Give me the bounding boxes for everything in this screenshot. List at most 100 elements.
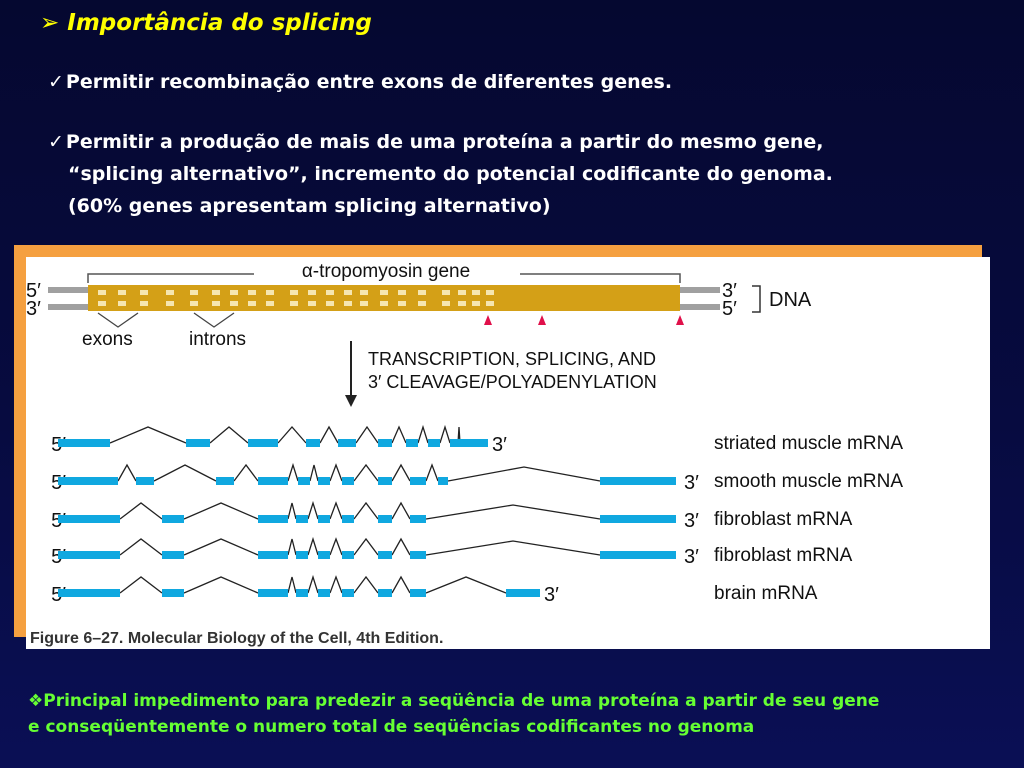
dna: 5′ 3′ 3′ 5′ DNA — [26, 280, 812, 325]
dna-5prime-bottom: 5′ — [722, 298, 737, 320]
mrna-intron-connector — [233, 463, 259, 482]
dna-exon-marks — [98, 290, 494, 306]
gene-region — [88, 285, 680, 311]
dna-exon-13-bottom — [360, 301, 368, 306]
mrna-intron-connector — [119, 502, 163, 520]
mrna-intron-connector — [329, 501, 343, 520]
polyA-marker-3 — [676, 315, 684, 325]
dna-exon-12-bottom — [344, 301, 352, 306]
mrna-exon-9 — [600, 551, 676, 559]
mrna-exon-2 — [162, 551, 184, 559]
polyA-marker-1 — [484, 315, 492, 325]
mrna-intron-connector — [353, 501, 379, 520]
mrna-exon-3 — [248, 439, 278, 447]
bullet-alternative-splicing: ✓Permitir a produção de mais de uma prot… — [48, 126, 978, 222]
mrna-intron-connector — [391, 537, 411, 556]
mrna-intron-connector — [287, 502, 297, 520]
mrna-exon-2 — [136, 477, 154, 485]
dna-exon-10-bottom — [308, 301, 316, 306]
dna-exon-4-top — [190, 290, 198, 295]
arrow-bullet-icon: ➢ — [40, 10, 60, 36]
gene-bracket — [87, 273, 681, 283]
dna-exon-3-top — [166, 290, 174, 295]
mrna-intron-connector — [287, 462, 299, 482]
mrna-exon-6 — [342, 551, 354, 559]
mrna-row-2: 5′3′smooth muscle mRNA — [51, 462, 903, 494]
dna-exon-18-bottom — [458, 301, 466, 306]
mrna-intron-connector — [391, 463, 411, 482]
mrna-intron-connector — [425, 540, 601, 556]
dna-exon-20-bottom — [486, 301, 494, 306]
mrna-exon-7 — [378, 589, 392, 597]
process-arrow-head — [345, 395, 357, 407]
mrna-intron-connector — [307, 536, 319, 556]
dna-exon-17-bottom — [442, 301, 450, 306]
polyA-marker-2 — [538, 315, 546, 325]
dna-exon-1-top — [118, 290, 126, 295]
mrna-intron-connector — [209, 426, 249, 444]
mrna-exon-6 — [342, 515, 354, 523]
slide-title: ➢ Importância do splicing — [40, 10, 372, 36]
mrna-exon-4 — [258, 477, 288, 485]
mrna-intron-connector — [457, 426, 461, 444]
dna-exon-13-top — [360, 290, 368, 295]
dna-exon-16-bottom — [418, 301, 426, 306]
mrna-intron-connector — [353, 575, 379, 594]
mrna-name-label: striated muscle mRNA — [714, 433, 903, 454]
dna-exon-1-bottom — [118, 301, 126, 306]
introns-label: introns — [189, 329, 246, 350]
mrna-3prime-label: 3′ — [684, 472, 699, 494]
dna-exon-7-bottom — [248, 301, 256, 306]
mrna-exon-9 — [450, 439, 460, 447]
mrna-rows: 5′3′striated muscle mRNA5′3′smooth muscl… — [51, 424, 903, 606]
mrna-intron-connector — [425, 504, 601, 520]
dna-exon-4-bottom — [190, 301, 198, 306]
mrna-exon-3 — [216, 477, 234, 485]
mrna-exon-2 — [162, 589, 184, 597]
mrna-3prime-label: 3′ — [492, 434, 507, 456]
mrna-intron-connector — [417, 424, 429, 444]
mrna-exon-5 — [318, 551, 330, 559]
splicing-diagram: α-tropomyosin gene 5′ 3′ 3′ 5′ DNA exons… — [26, 261, 903, 647]
diamond-bullet-icon: ❖ — [28, 691, 44, 711]
mrna-row-4: 5′3′fibroblast mRNA — [51, 536, 853, 568]
mrna-intron-connector — [391, 425, 407, 444]
dna-exon-17-top — [442, 290, 450, 295]
dna-exon-19-bottom — [472, 301, 480, 306]
mrna-exon-6 — [318, 477, 330, 485]
mrna-exon-7 — [342, 477, 354, 485]
bottom-note-line1: Principal impedimento para predezir a se… — [43, 691, 880, 711]
slide-title-text: Importância do splicing — [67, 10, 372, 36]
mrna-exon-1 — [58, 551, 120, 559]
mrna-exon-8 — [428, 439, 440, 447]
mrna-intron-connector — [447, 466, 601, 482]
mrna-intron-connector — [391, 501, 411, 520]
mrna-exon-2 — [162, 515, 184, 523]
mrna-name-label: fibroblast mRNA — [714, 509, 853, 530]
dna-exon-8-top — [266, 290, 274, 295]
mrna-exon-4 — [306, 439, 320, 447]
mrna-intron-connector — [287, 576, 297, 594]
dna-exon-15-top — [398, 290, 406, 295]
mrna-exon-5 — [318, 515, 330, 523]
mrna-3prime-label: 3′ — [684, 510, 699, 532]
dna-exon-12-top — [344, 290, 352, 295]
mrna-intron-connector — [329, 463, 343, 482]
checkmark-icon: ✓ — [48, 131, 64, 153]
dna-exon-18-top — [458, 290, 466, 295]
dna-exon-20-top — [486, 290, 494, 295]
dna-exon-0-bottom — [98, 301, 106, 306]
mrna-3prime-label: 3′ — [684, 546, 699, 568]
mrna-intron-connector — [353, 463, 379, 482]
gene-label: α-tropomyosin gene — [302, 261, 470, 282]
bullet-alt-line2: “splicing alternativo”, incremento do po… — [68, 163, 833, 185]
mrna-exon-1 — [58, 477, 118, 485]
dna-exon-16-top — [418, 290, 426, 295]
mrna-intron-connector — [391, 575, 411, 594]
mrna-exon-3 — [258, 515, 288, 523]
dna-exon-11-bottom — [326, 301, 334, 306]
dna-exon-14-top — [380, 290, 388, 295]
mrna-name-label: fibroblast mRNA — [714, 545, 853, 566]
dna-exon-9-top — [290, 290, 298, 295]
mrna-intron-connector — [309, 464, 319, 482]
